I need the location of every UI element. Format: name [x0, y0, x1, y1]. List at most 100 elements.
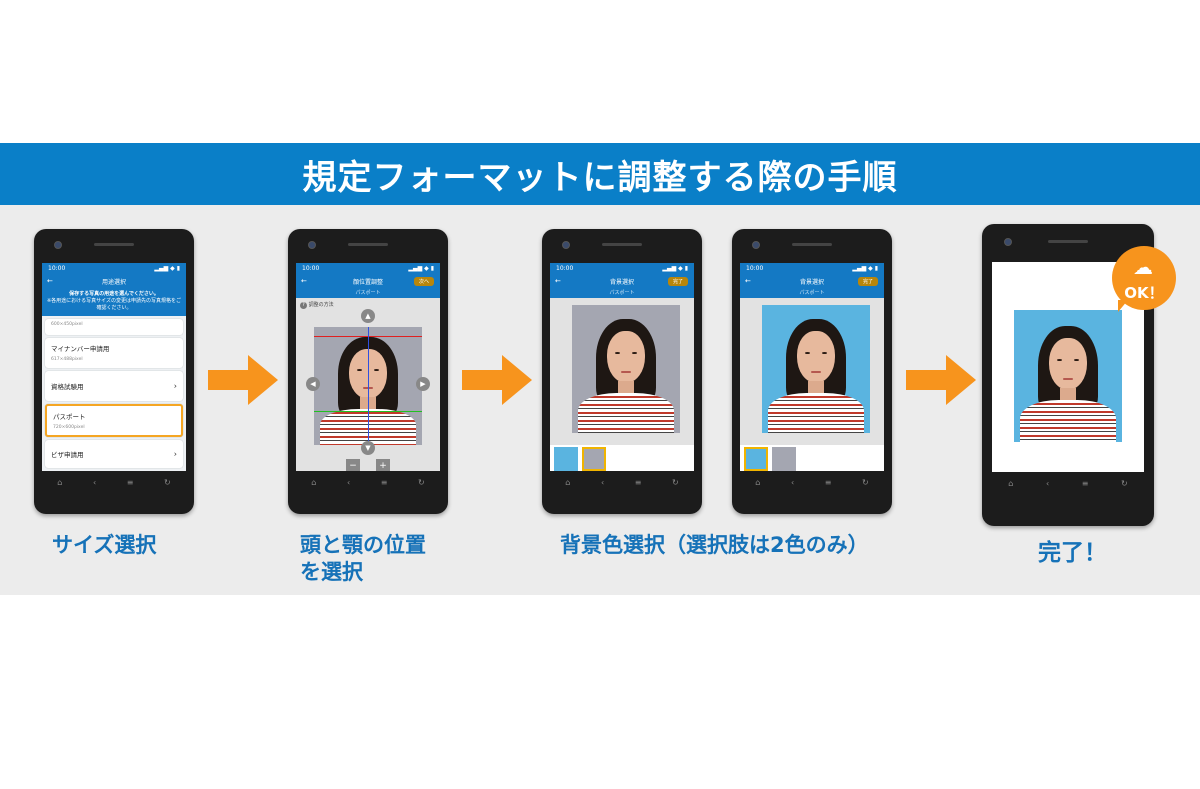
- speaker: [94, 243, 134, 246]
- back-arrow-icon[interactable]: ←: [301, 277, 307, 285]
- screen: 10:00 ▂▄▆ ◆ ▮ ← 背景選択 完了 パスポート: [740, 263, 884, 493]
- zoom-in-button[interactable]: +: [376, 459, 390, 473]
- item-size: 600×450pixel: [51, 322, 83, 327]
- nav-bar: ⌂ ‹ ≡ ↻: [992, 472, 1144, 494]
- photo-preview: [572, 305, 680, 433]
- speaker: [602, 243, 642, 246]
- next-button[interactable]: 次へ: [413, 277, 434, 286]
- notice-line: ※各用途における写真サイズの変更は申請先の写真規格をご: [46, 298, 182, 304]
- status-icons: ▂▄▆ ◆ ▮: [852, 265, 878, 272]
- guide-line-center: [368, 327, 369, 445]
- item-label: パスポート: [53, 413, 86, 421]
- back-arrow-icon[interactable]: ←: [47, 277, 53, 285]
- home-icon[interactable]: ⌂: [1008, 478, 1014, 488]
- list-item[interactable]: 600×450pixel: [45, 319, 183, 335]
- swatch-gray-selected[interactable]: [582, 447, 606, 471]
- item-size: 720×600pixel: [53, 425, 85, 430]
- swatch-blue-selected[interactable]: [744, 447, 768, 471]
- move-up-icon[interactable]: ▲: [361, 309, 375, 323]
- ok-label: OK！: [1124, 284, 1164, 302]
- item-label: ビザ申請用: [51, 451, 84, 459]
- app-bar: ← 用途選択: [42, 274, 186, 289]
- menu-icon[interactable]: ≡: [1081, 478, 1089, 488]
- status-icons: ▂▄▆ ◆ ▮: [408, 265, 434, 272]
- list-item[interactable]: ビザ申請用 ›: [45, 440, 183, 468]
- final-photo: [1014, 310, 1122, 442]
- home-icon[interactable]: ⌂: [565, 477, 571, 487]
- camera-icon: [54, 241, 62, 249]
- item-size: 617×488pixel: [51, 357, 83, 362]
- back-icon[interactable]: ‹: [600, 477, 605, 487]
- caption-line: を選択: [300, 560, 363, 584]
- done-button[interactable]: 完了: [857, 277, 878, 286]
- recent-icon[interactable]: ↻: [672, 477, 679, 487]
- menu-icon[interactable]: ≡: [634, 477, 642, 487]
- menu-icon[interactable]: ≡: [126, 477, 134, 487]
- back-icon[interactable]: ‹: [346, 477, 351, 487]
- camera-icon: [1004, 238, 1012, 246]
- status-bar: 10:00 ▂▄▆ ◆ ▮: [550, 263, 694, 274]
- phone-background-gray: 10:00 ▂▄▆ ◆ ▮ ← 背景選択 完了 パスポート: [542, 229, 702, 514]
- status-bar: 10:00 ▂▄▆ ◆ ▮: [42, 263, 186, 274]
- recent-icon[interactable]: ↻: [862, 477, 869, 487]
- app-title: 背景選択: [609, 279, 634, 286]
- status-time: 10:00: [556, 265, 574, 272]
- swatch-gray[interactable]: [772, 447, 796, 471]
- back-arrow-icon[interactable]: ←: [555, 277, 561, 285]
- notice-text: 保存する写真の用途を選んでください。 ※各用途における写真サイズの変更は申請先の…: [42, 289, 186, 316]
- app-bar: ← 顔位置調整 次へ: [296, 274, 440, 289]
- swatch-blue[interactable]: [554, 447, 578, 471]
- sub-title: パスポート: [740, 289, 884, 298]
- screen: 10:00 ▂▄▆ ◆ ▮ ← 背景選択 完了 パスポート: [550, 263, 694, 493]
- caption-step3: 背景色選択（選択肢は2色のみ）: [560, 533, 869, 557]
- menu-icon[interactable]: ≡: [380, 477, 388, 487]
- title-banner: 規定フォーマットに調整する際の手順: [0, 143, 1200, 205]
- recent-icon[interactable]: ↻: [164, 477, 171, 487]
- move-left-icon[interactable]: ◀: [306, 377, 320, 391]
- speaker: [792, 243, 832, 246]
- chevron-right-icon: ›: [173, 381, 177, 391]
- back-arrow-icon[interactable]: ←: [745, 277, 751, 285]
- camera-icon: [752, 241, 760, 249]
- ok-badge: ☁ OK！: [1112, 246, 1176, 312]
- portrait: [572, 305, 680, 433]
- status-time: 10:00: [746, 265, 764, 272]
- menu-icon[interactable]: ≡: [824, 477, 832, 487]
- home-icon[interactable]: ⌂: [311, 477, 317, 487]
- move-down-icon[interactable]: ▼: [361, 441, 375, 455]
- phone-size-select: 10:00 ▂▄▆ ◆ ▮ ← 用途選択 保存する写真の用途を選んでください。 …: [34, 229, 194, 514]
- speaker: [348, 243, 388, 246]
- list-item[interactable]: 資格試験用 ›: [45, 371, 183, 401]
- list-item[interactable]: パスポート 720×600pixel: [45, 404, 183, 437]
- zoom-out-button[interactable]: −: [346, 459, 360, 473]
- sub-title: パスポート: [296, 289, 440, 298]
- app-title: 用途選択: [101, 279, 126, 286]
- status-time: 10:00: [302, 265, 320, 272]
- back-icon[interactable]: ‹: [790, 477, 795, 487]
- camera-icon: [562, 241, 570, 249]
- item-label: マイナンバー申請用: [51, 345, 110, 353]
- nav-bar: ⌂ ‹ ≡ ↻: [740, 471, 884, 493]
- recent-icon[interactable]: ↻: [418, 477, 425, 487]
- item-label: 資格試験用: [51, 383, 84, 391]
- caption-step2: 頭と顎の位置 を選択: [300, 532, 426, 586]
- caption-step1: サイズ選択: [52, 533, 157, 557]
- caption-line: 頭と顎の位置: [300, 533, 426, 557]
- move-right-icon[interactable]: ▶: [416, 377, 430, 391]
- home-icon[interactable]: ⌂: [755, 477, 761, 487]
- recent-icon[interactable]: ↻: [1121, 478, 1128, 488]
- app-bar: ← 背景選択 完了: [740, 274, 884, 289]
- back-icon[interactable]: ‹: [1045, 478, 1050, 488]
- home-icon[interactable]: ⌂: [57, 477, 63, 487]
- cloud-download-icon: ☁: [1133, 255, 1153, 279]
- notice-line: 保存する写真の用途を選んでください。: [69, 291, 159, 297]
- app-bar: ← 背景選択 完了: [550, 274, 694, 289]
- done-button[interactable]: 完了: [667, 277, 688, 286]
- help-link[interactable]: ? 調整の方法: [300, 301, 334, 309]
- sub-title: パスポート: [550, 289, 694, 298]
- list-item[interactable]: マイナンバー申請用 617×488pixel: [45, 338, 183, 368]
- back-icon[interactable]: ‹: [92, 477, 97, 487]
- status-bar: 10:00 ▂▄▆ ◆ ▮: [296, 263, 440, 274]
- status-time: 10:00: [48, 265, 66, 272]
